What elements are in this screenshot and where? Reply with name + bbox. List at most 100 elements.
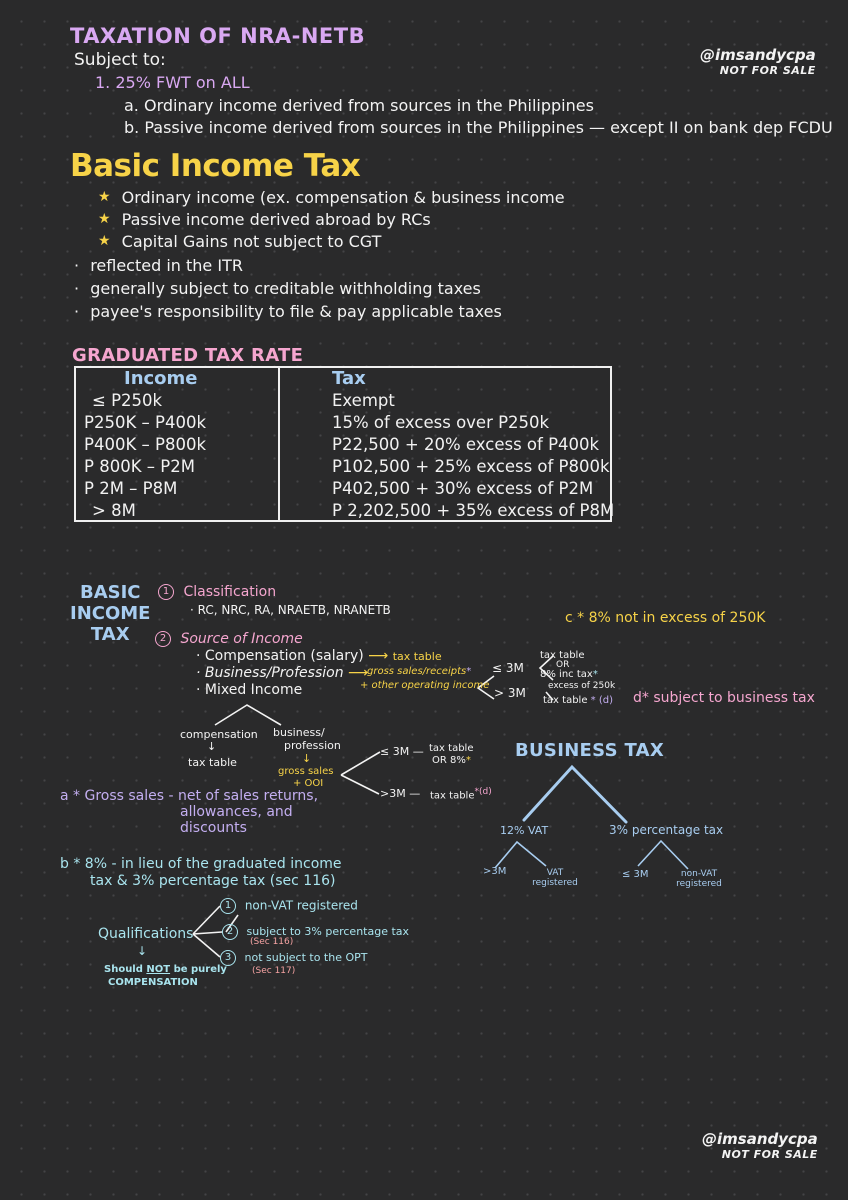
asterisk-icon: * — [465, 755, 471, 766]
asterisk-icon: * — [592, 669, 598, 680]
number-2-icon: 2 — [155, 631, 171, 647]
branch-gt3m: > 3M — [494, 686, 526, 700]
bullet-icon: · — [74, 256, 80, 275]
qualifications-label: Qualifications — [98, 926, 194, 942]
tax-table-text: tax table — [543, 695, 588, 706]
number-2-icon: 2 — [222, 924, 238, 940]
le3m-option-1: tax table — [540, 650, 585, 661]
basic-income-tax-title: Basic Income Tax — [70, 148, 361, 184]
tree-gross-2: + OOI — [293, 778, 324, 789]
bit-side-title-line: TAX — [90, 624, 130, 645]
qualification-text: non-VAT registered — [244, 898, 358, 913]
business-result-2: + other operating income — [360, 680, 490, 691]
tree-compensation: compensation — [180, 728, 258, 741]
tax-cell: P402,500 + 30% excess of P2M — [332, 479, 594, 498]
star-item: ★ Ordinary income (ex. compensation & bu… — [98, 188, 565, 207]
nra-netb-title: TAXATION OF NRA-NETB — [70, 24, 366, 48]
source-compensation: · Compensation (salary) ⟶ tax table — [196, 648, 442, 664]
arrow-right-icon: ⟶ — [368, 648, 389, 664]
or-eight-text: OR 8% — [432, 755, 466, 766]
bullet-text: payee's responsibility to file & pay app… — [90, 302, 502, 321]
note-a-label: a * — [60, 788, 81, 804]
note-text: be purely — [173, 964, 227, 975]
source-business: · Business/Profession ⟶ — [196, 665, 368, 681]
income-cell: > 8M — [92, 501, 136, 520]
number-1-icon: 1 — [220, 898, 236, 914]
classification-heading: 1 Classification — [158, 584, 276, 600]
bullet-text: generally subject to creditable withhold… — [90, 279, 481, 298]
watermark-note: NOT FOR SALE — [721, 1148, 818, 1161]
income-cell: ≤ P250k — [92, 391, 163, 410]
subject-to-label: Subject to: — [74, 50, 166, 70]
note-b-line: 8% - in lieu of the graduated income — [84, 856, 342, 872]
note-a-line: allowances, and — [180, 804, 293, 820]
gross-sales-text: gross sales/receipts — [367, 666, 467, 677]
classification-detail: · RC, NRC, RA, NRAETB, NRANETB — [190, 603, 391, 617]
eight-percent-text: 8% inc tax — [540, 669, 593, 680]
bullet-item: · payee's responsibility to file & pay a… — [74, 302, 502, 321]
tree-gt3m-result: tax table*(d) — [430, 787, 492, 801]
star-item-text: Ordinary income (ex. compensation & busi… — [121, 188, 565, 207]
vat-node: 12% VAT — [500, 824, 549, 837]
watermark-note: NOT FOR SALE — [719, 64, 816, 77]
business-label: · Business/Profession — [196, 665, 344, 681]
tax-table-text: tax table — [430, 790, 475, 802]
watermark-handle: @imsandycpa — [702, 1130, 818, 1148]
star-item-text: Passive income derived abroad by RCs — [121, 210, 431, 229]
note-a: a * Gross sales - net of sales returns, — [60, 788, 318, 804]
bullet-item: · generally subject to creditable withho… — [74, 279, 481, 298]
business-tax-title: BUSINESS TAX — [515, 740, 665, 761]
number-1-icon: 1 — [158, 584, 174, 600]
tree-compensation-result: tax table — [188, 756, 237, 769]
vat-child-registered: VAT registered — [532, 868, 578, 888]
compensation-result: tax table — [392, 650, 442, 663]
tax-cell: P22,500 + 20% excess of P400k — [332, 435, 600, 454]
le3m-or: OR — [556, 660, 570, 670]
tax-cell: P102,500 + 25% excess of P800k — [332, 457, 610, 476]
tree-le3m: ≤ 3M — — [380, 745, 424, 758]
note-text: Should — [104, 964, 143, 975]
arrow-down-icon: ↓ — [137, 944, 148, 958]
le3m-option-note: excess of 250k — [548, 681, 616, 691]
tree-le3m-result-1: tax table — [429, 743, 474, 754]
bit-side-title-line: INCOME — [70, 603, 151, 624]
percentage-tax-node: 3% percentage tax — [609, 823, 724, 837]
fwt-item: 1. 25% FWT on ALL — [95, 73, 250, 92]
star-icon: ★ — [98, 211, 111, 227]
le3m-option-2: 8% inc tax* — [540, 669, 598, 680]
asterisk-icon: * — [590, 695, 596, 706]
bit-side-title-line: BASIC — [79, 582, 141, 603]
bit-side-title: BASIC INCOME TAX — [70, 582, 150, 645]
source-mixed: · Mixed Income — [196, 682, 303, 698]
watermark-handle: @imsandycpa — [700, 46, 816, 64]
bullet-item: · reflected in the ITR — [74, 256, 243, 275]
star-icon: ★ — [98, 189, 111, 205]
star-item-text: Capital Gains not subject to CGT — [121, 232, 382, 251]
source-label: Source of Income — [180, 631, 303, 647]
note-d: d* subject to business tax — [633, 690, 815, 706]
bullet-icon: · — [74, 279, 80, 298]
bullet-text: reflected in the ITR — [90, 256, 243, 275]
tree-business-2: profession — [284, 739, 341, 752]
income-cell: P 800K – P2M — [84, 457, 195, 476]
star-icon: ★ — [98, 233, 111, 249]
source-heading: 2 Source of Income — [155, 631, 303, 647]
note-b: b * 8% - in lieu of the graduated income — [60, 856, 342, 872]
number-3-icon: 3 — [220, 950, 236, 966]
watermark-bottom: @imsandycpa NOT FOR SALE — [702, 1130, 818, 1161]
note-a-line: Gross sales - net of sales returns, — [84, 788, 319, 804]
d-mark: *(d) — [474, 787, 492, 797]
passive-income-item: b. Passive income derived from sources i… — [124, 118, 833, 137]
qualification-text: subject to 3% percentage tax — [246, 925, 410, 938]
arrow-down-icon: ↓ — [207, 740, 217, 753]
pt-child-nonvat: non-VAT registered — [676, 869, 722, 889]
qualifications-note-2: COMPENSATION — [108, 977, 198, 988]
bullet-icon: · — [74, 302, 80, 321]
branch-le3m: ≤ 3M — [492, 661, 524, 675]
income-cell: P 2M – P8M — [84, 479, 178, 498]
tax-column: Tax Exempt 15% of excess over P250k P22,… — [332, 368, 614, 522]
graduated-tax-table: Income ≤ P250k P250K – P400k P400K – P80… — [74, 366, 614, 522]
tax-cell: Exempt — [332, 391, 395, 410]
qualifications-note: Should NOT be purely — [104, 964, 227, 975]
watermark-top: @imsandycpa NOT FOR SALE — [700, 46, 816, 77]
